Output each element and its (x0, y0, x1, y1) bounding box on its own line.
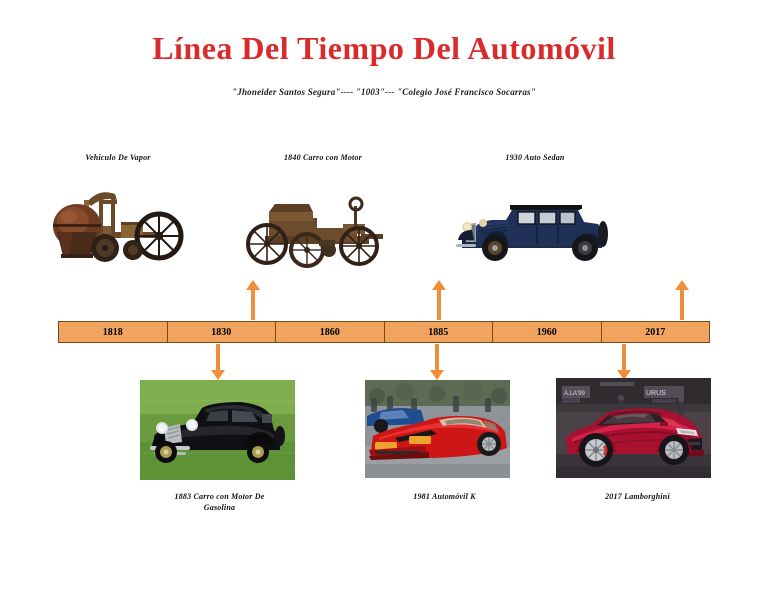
arrow-up-1885 (432, 280, 446, 320)
timeline-year-1860[interactable]: 1860 (276, 322, 385, 342)
arrow-down-2017 (617, 344, 631, 380)
timeline-bar: 1818 1830 1860 1885 1960 2017 (58, 321, 710, 343)
arrow-up-2017 (675, 280, 689, 320)
page-title: Línea Del Tiempo Del Automóvil (152, 30, 616, 66)
steam-vehicle-photo (47, 180, 187, 270)
ferrari-1981-photo (365, 380, 510, 478)
svg-text:A.LA'99: A.LA'99 (564, 391, 585, 397)
page-subtitle: "Jhoneider Santos Segura"---- "1003"--- … (232, 87, 536, 97)
timeline-year-2017[interactable]: 2017 (601, 322, 709, 342)
caption-lamborghini-2017: 2017 Lamborghini (605, 492, 670, 501)
caption-steam-vehicle: Vehiculo De Vapor (85, 153, 151, 162)
gasoline-car-1883-photo (140, 380, 295, 480)
caption-ferrari-1981: 1981 Automóvil K (413, 492, 476, 501)
caption-line-1: 1883 Carro con Motor De (174, 492, 265, 501)
timeline-year-1830[interactable]: 1830 (167, 322, 276, 342)
caption-sedan-1930: 1930 Auto Sedan (505, 153, 565, 162)
arrow-up-1860 (246, 280, 260, 320)
timeline-year-1885[interactable]: 1885 (384, 322, 493, 342)
timeline-year-1960[interactable]: 1960 (493, 322, 602, 342)
caption-motor-carriage: 1840 Carro con Motor (283, 153, 362, 162)
lamborghini-urus-photo: A.LA'99 URUS (556, 378, 711, 478)
timeline-year-1818[interactable]: 1818 (59, 322, 168, 342)
svg-text:URUS: URUS (646, 390, 666, 397)
caption-gasoline-car-1883: 1883 Carro con Motor De Gasolina (137, 491, 302, 513)
arrow-down-1830 (211, 344, 225, 380)
sedan-1930-photo (452, 192, 617, 274)
arrow-down-1885 (430, 344, 444, 380)
caption-line-2: Gasolina (203, 503, 236, 512)
motor-carriage-photo (243, 188, 393, 273)
